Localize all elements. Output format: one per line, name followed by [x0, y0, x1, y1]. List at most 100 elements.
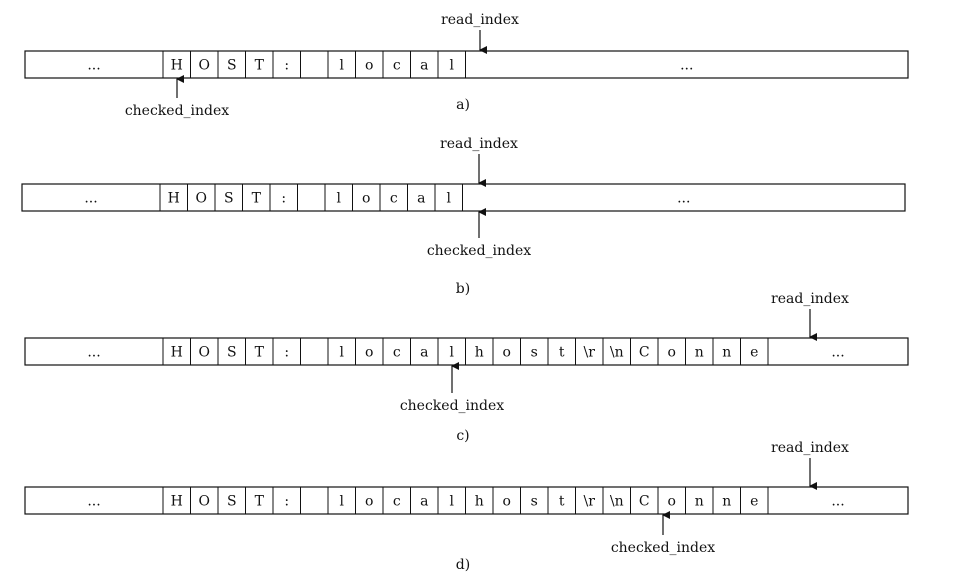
read-index-pointer: read_index: [441, 12, 519, 54]
checked-index-pointer: checked_index: [400, 362, 504, 414]
buffer-cell-char: T: [255, 345, 265, 361]
buffer-cell-char: S: [227, 494, 237, 510]
buffer-cell-char: \n: [610, 345, 624, 361]
buffer-cell-char: S: [224, 191, 234, 207]
buffer-cell-char: H: [171, 345, 183, 361]
read-index-pointer: read_index: [771, 440, 849, 490]
buffer-cell-char: S: [227, 58, 237, 74]
checked-index-label: checked_index: [611, 540, 715, 556]
buffer-frame: [24, 337, 909, 366]
buffer-cell-char: S: [227, 345, 237, 361]
buffer-cell-char: c: [393, 345, 401, 361]
diagram-caption: d): [456, 557, 470, 573]
buffer-cell-char: T: [252, 191, 262, 207]
buffer-frame: [21, 183, 906, 212]
buffer-cell-char: H: [168, 191, 180, 207]
buffer-cell-char: o: [362, 191, 370, 207]
buffer-cell-char: H: [171, 58, 183, 74]
buffer-cell-char: T: [255, 58, 265, 74]
buffer-cell-char: O: [199, 494, 210, 510]
buffer-cell-char: h: [475, 345, 484, 361]
diagram-caption: c): [456, 428, 469, 444]
buffer-cell-char: c: [393, 494, 401, 510]
buffer-cell-char: T: [255, 494, 265, 510]
buffer-cell-char: C: [639, 494, 650, 510]
buffer-cell-char: ...: [87, 58, 100, 74]
checked-index-pointer: checked_index: [611, 511, 715, 556]
buffer-cell-char: ...: [87, 345, 100, 361]
read-index-label: read_index: [771, 291, 849, 307]
buffer-cell-char: c: [390, 191, 398, 207]
read-index-pointer: read_index: [771, 291, 849, 341]
diagram-caption: b): [456, 281, 470, 297]
buffer-cell-char: s: [531, 345, 538, 361]
buffer-cell-char: ...: [680, 58, 693, 74]
buffer-cell-char: l: [340, 58, 345, 74]
checked-index-label: checked_index: [427, 243, 531, 259]
buffer-cell-char: a: [420, 58, 428, 74]
buffer-cell-char: o: [365, 494, 373, 510]
buffer-cell-char: O: [196, 191, 207, 207]
buffer-cell-char: t: [559, 345, 565, 361]
buffer-cell-char: l: [337, 191, 342, 207]
buffer-cell-char: :: [284, 58, 289, 74]
buffer-cell-char: C: [639, 345, 650, 361]
read-index-label: read_index: [441, 12, 519, 28]
buffer-cell-char: c: [393, 58, 401, 74]
buffer-frame: [24, 50, 909, 79]
buffer-cell-char: ...: [677, 191, 690, 207]
buffer-cell-char: ...: [84, 191, 97, 207]
buffer-cell-char: :: [281, 191, 286, 207]
buffer-cell-char: a: [420, 494, 428, 510]
buffer-cell-char: l: [450, 58, 455, 74]
buffer-cell-char: n: [722, 345, 731, 361]
buffer-cell-char: \n: [610, 494, 624, 510]
buffer-cell-char: l: [340, 494, 345, 510]
read-index-pointer: read_index: [440, 136, 518, 187]
buffer-cell-char: o: [668, 345, 676, 361]
checked-index-pointer: checked_index: [125, 75, 229, 119]
buffer-trailing-ellipsis: ...: [767, 486, 909, 515]
buffer-cell-char: n: [695, 345, 704, 361]
buffer-cell-char: l: [447, 191, 452, 207]
buffer-cell-char: o: [668, 494, 676, 510]
buffer-cell-char: e: [750, 345, 758, 361]
buffer-cell-char: n: [722, 494, 731, 510]
buffer-cell-char: ...: [831, 345, 844, 361]
buffer-cell-char: l: [340, 345, 345, 361]
buffer-cell-char: l: [450, 345, 455, 361]
buffer-cell-char: a: [420, 345, 428, 361]
buffer-cell-char: O: [199, 58, 210, 74]
buffer-cell-char: o: [503, 345, 511, 361]
checked-index-label: checked_index: [125, 103, 229, 119]
buffer-cell-char: o: [365, 345, 373, 361]
buffer-cell-char: \r: [584, 494, 596, 510]
checked-index-label: checked_index: [400, 398, 504, 414]
buffer-cell-char: n: [695, 494, 704, 510]
buffer-trailing-ellipsis: ...: [462, 183, 906, 212]
buffer-frame: [24, 486, 909, 515]
checked-index-pointer: checked_index: [427, 208, 531, 259]
buffer-cell-char: o: [503, 494, 511, 510]
buffer-cell-char: s: [531, 494, 538, 510]
buffer-trailing-ellipsis: ...: [465, 50, 909, 79]
buffer-cell-char: t: [559, 494, 565, 510]
read-index-label: read_index: [440, 136, 518, 152]
buffer-cell-char: O: [199, 345, 210, 361]
buffer-trailing-ellipsis: ...: [767, 337, 909, 366]
buffer-cell-char: H: [171, 494, 183, 510]
buffer-cell-char: a: [417, 191, 425, 207]
buffer-cell-char: ...: [831, 494, 844, 510]
buffer-cell-char: :: [284, 494, 289, 510]
buffer-cell-char: ...: [87, 494, 100, 510]
buffer-cell-char: l: [450, 494, 455, 510]
diagram-caption: a): [456, 97, 470, 113]
buffer-cell-char: h: [475, 494, 484, 510]
buffer-cell-char: e: [750, 494, 758, 510]
buffer-cell-char: o: [365, 58, 373, 74]
